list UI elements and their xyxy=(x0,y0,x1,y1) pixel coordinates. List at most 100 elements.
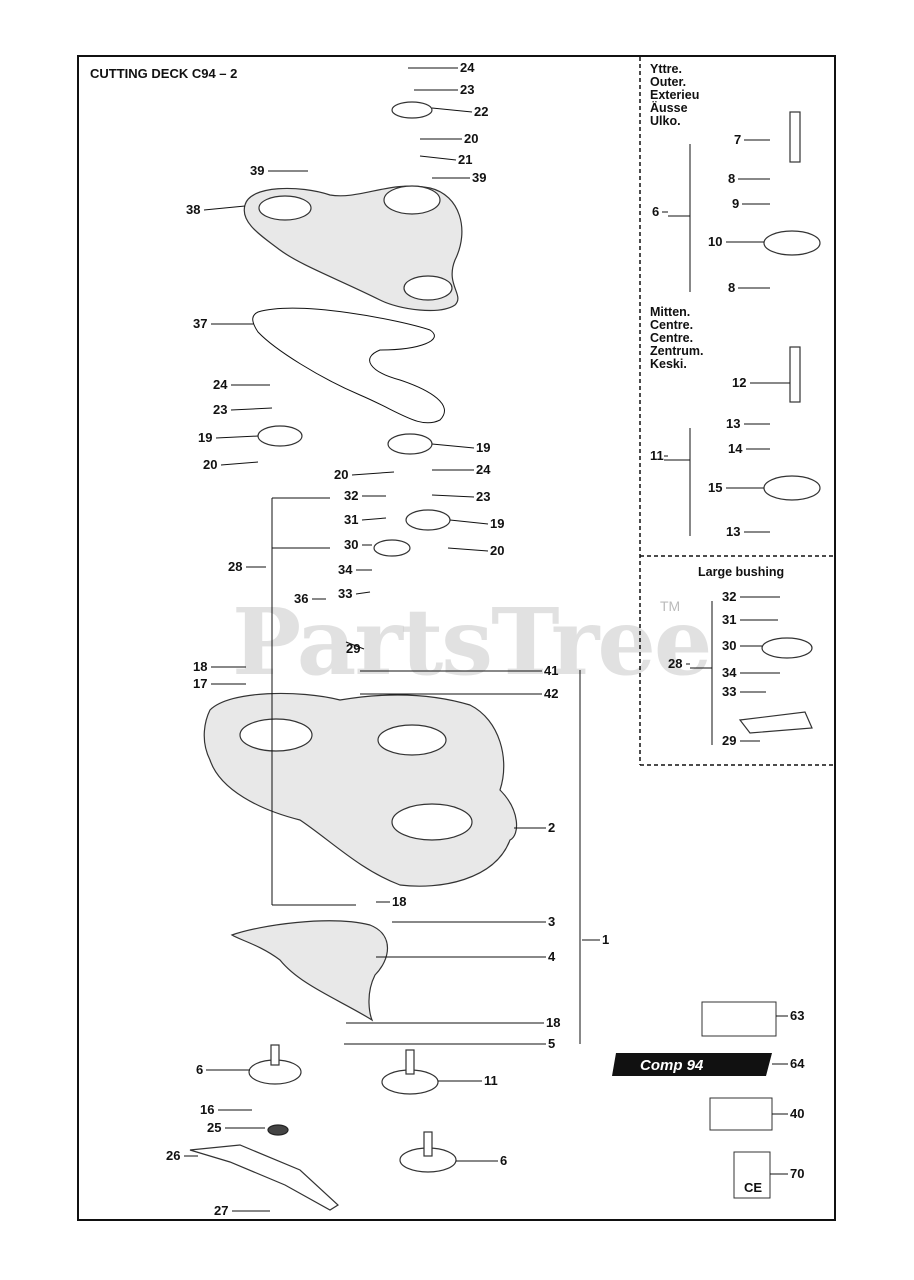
part-label-l18b: 18 xyxy=(392,894,406,909)
leader-line-l23c xyxy=(431,494,475,498)
part-label-i30: 30 xyxy=(722,638,736,653)
part-label-i34: 34 xyxy=(722,665,737,680)
part-label-l20c: 20 xyxy=(334,467,348,482)
part-label-l34: 34 xyxy=(338,562,353,577)
part-label-i32: 32 xyxy=(722,589,736,604)
part-label-i9: 9 xyxy=(732,196,739,211)
part-label-l22: 22 xyxy=(474,104,488,119)
part-label-l42: 42 xyxy=(544,686,558,701)
spindle-assembly-right xyxy=(399,1131,457,1173)
leader-line-l29 xyxy=(345,641,365,650)
watermark: PartsTree xyxy=(232,588,712,696)
deck-housing-part-2 xyxy=(203,692,518,887)
inset-bracket-29 xyxy=(738,711,813,734)
part-label-i10: 10 xyxy=(708,234,722,249)
leader-line-l33 xyxy=(355,591,371,595)
part-label-i11: 11 xyxy=(650,448,664,463)
part-label-l70: 70 xyxy=(790,1166,804,1181)
part-label-l17: 17 xyxy=(193,676,207,691)
belt-cover-part-38 xyxy=(243,185,463,311)
part-label-l11: 11 xyxy=(484,1073,498,1088)
part-label-l23b: 23 xyxy=(213,402,227,417)
decal-70 xyxy=(733,1151,771,1199)
belt-part-37 xyxy=(252,307,445,424)
part-label-l30: 30 xyxy=(344,537,358,552)
part-label-l3: 3 xyxy=(548,914,555,929)
part-label-l25: 25 xyxy=(207,1120,221,1135)
part-label-i7: 7 xyxy=(734,132,741,147)
pulley-part-19-centre xyxy=(387,433,433,455)
part-label-l27: 27 xyxy=(214,1203,228,1218)
leader-line-l20b xyxy=(220,461,259,466)
part-label-l19c: 19 xyxy=(490,516,504,531)
part-label-l39a: 39 xyxy=(250,163,264,178)
part-label-l23a: 23 xyxy=(460,82,474,97)
part-label-l31: 31 xyxy=(344,512,358,527)
leader-line-l20c xyxy=(351,471,395,476)
inset-centre-heading: Mitten. Centre. Centre. Zentrum. Keski. xyxy=(650,305,704,371)
leader-line-l22 xyxy=(431,107,473,113)
leader-line-l19a xyxy=(215,435,259,439)
inset-outer-heading: Yttre. Outer. Exterieu Äusse Ulko. xyxy=(650,62,700,128)
inset-housing-15 xyxy=(763,475,821,501)
part-label-l28: 28 xyxy=(228,559,242,574)
part-label-i14: 14 xyxy=(728,441,743,456)
part-label-l36: 36 xyxy=(294,591,308,606)
pulley-part-19-left xyxy=(257,425,303,447)
leader-line-l38 xyxy=(203,205,246,211)
part-label-l20a: 20 xyxy=(464,131,478,146)
leader-line-l20d xyxy=(447,547,489,552)
pulley-part-22 xyxy=(391,101,433,119)
inset-pulley-30 xyxy=(761,637,813,659)
part-label-i28: 28 xyxy=(668,656,682,671)
decal-64-shape xyxy=(612,1053,772,1076)
part-label-i6: 6 xyxy=(652,204,659,219)
page-title: CUTTING DECK C94 – 2 xyxy=(90,66,238,81)
part-label-l20b: 20 xyxy=(203,457,217,472)
blade-part-26 xyxy=(189,1144,339,1211)
part-label-i33: 33 xyxy=(722,684,736,699)
part-label-l63: 63 xyxy=(790,1008,804,1023)
part-label-i8b: 8 xyxy=(728,280,735,295)
spindle-assembly-left xyxy=(248,1044,302,1136)
part-label-l24a: 24 xyxy=(460,60,475,75)
part-label-i13a: 13 xyxy=(726,416,740,431)
part-label-l39b: 39 xyxy=(472,170,486,185)
inset-housing-10 xyxy=(763,230,821,256)
part-label-l32: 32 xyxy=(344,488,358,503)
part-label-l20d: 20 xyxy=(490,543,504,558)
part-label-l18a: 18 xyxy=(193,659,207,674)
part-label-l24c: 24 xyxy=(476,462,491,477)
watermark-trademark: TM xyxy=(660,598,681,614)
part-label-i29: 29 xyxy=(722,733,736,748)
belt-guide-part-4 xyxy=(230,920,388,1022)
decal-63 xyxy=(701,1001,777,1037)
leader-line-l31 xyxy=(361,517,387,521)
part-label-l40: 40 xyxy=(790,1106,804,1121)
part-label-l19b: 19 xyxy=(476,440,490,455)
part-label-l5: 5 xyxy=(548,1036,555,1051)
part-label-l6a: 6 xyxy=(196,1062,203,1077)
part-label-l29: 29 xyxy=(346,641,360,656)
part-label-i15: 15 xyxy=(708,480,722,495)
inset-shaft-12 xyxy=(789,346,801,403)
part-label-l19a: 19 xyxy=(198,430,212,445)
spindle-assembly-centre xyxy=(381,1049,439,1095)
part-label-l38: 38 xyxy=(186,202,200,217)
leader-line-l23b xyxy=(230,407,273,411)
inset-shaft-7 xyxy=(789,111,801,163)
decal-64-text: Comp 94 xyxy=(640,1057,704,1074)
part-label-i13b: 13 xyxy=(726,524,740,539)
decal-40 xyxy=(709,1097,773,1131)
part-label-i31: 31 xyxy=(722,612,736,627)
part-label-l37: 37 xyxy=(193,316,207,331)
leader-line-l21 xyxy=(419,155,457,161)
part-label-l18c: 18 xyxy=(546,1015,560,1030)
part-label-i12: 12 xyxy=(732,375,746,390)
part-label-l33: 33 xyxy=(338,586,352,601)
inset-bushing-heading: Large bushing xyxy=(698,565,785,579)
pulley-part-30 xyxy=(373,539,411,557)
leader-line-l19b xyxy=(431,443,475,449)
part-label-l26: 26 xyxy=(166,1148,180,1163)
